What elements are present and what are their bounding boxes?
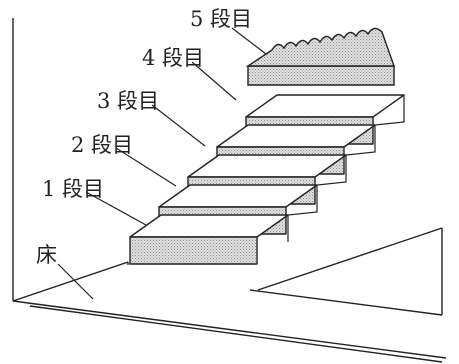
floor-right-line-3	[249, 289, 443, 316]
floor-right-line-2	[29, 305, 443, 363]
label-step5: 5 段目	[190, 7, 252, 31]
top-landing	[245, 27, 395, 86]
leader-step4	[191, 61, 237, 101]
leader-step5	[231, 27, 267, 55]
stair-side-edge	[287, 95, 405, 242]
top-landing-riser	[247, 65, 395, 86]
leader-step1	[85, 191, 147, 226]
label-step2: 2 段目	[71, 133, 133, 157]
label-step1: 1 段目	[42, 177, 104, 201]
room-frame	[12, 18, 447, 363]
leader-step3	[151, 104, 206, 147]
leader-floor	[57, 263, 94, 300]
tread-step-5	[245, 94, 405, 118]
labels: 5 段目 4 段目 3 段目 2 段目 1 段目 床	[36, 7, 252, 267]
top-landing-scallop	[245, 27, 395, 67]
label-step3: 3 段目	[97, 89, 159, 113]
leader-step2	[115, 147, 177, 187]
floor-right-line-1	[257, 227, 443, 291]
label-floor: 床	[36, 243, 57, 267]
floor-back-edge	[12, 261, 129, 302]
riser-step-1	[129, 236, 258, 265]
label-step4: 4 段目	[142, 46, 204, 70]
floor-front-edge	[12, 300, 447, 359]
leader-lines	[57, 27, 267, 300]
stair-steps	[129, 94, 405, 265]
